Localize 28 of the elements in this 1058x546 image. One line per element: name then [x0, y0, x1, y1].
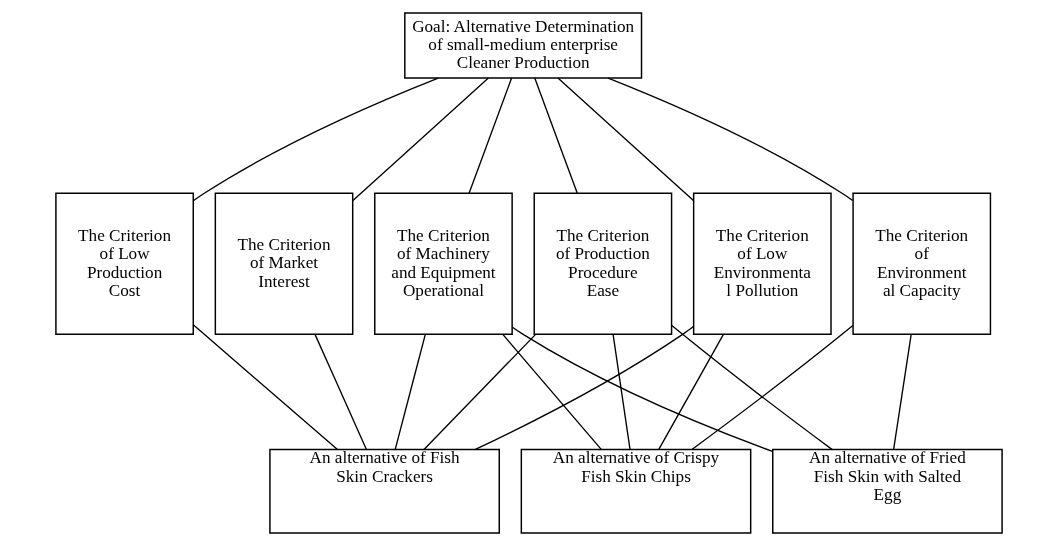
connector [192, 324, 339, 451]
node-box: Goal: Alternative Determination of small-medium enterprise Cleaner Production [404, 12, 643, 79]
node-box: An alternative of Crispy Fish Skin Chips [520, 448, 752, 534]
node-box: The Criterion of Low Production Cost [55, 192, 194, 336]
node-box: An alternative of Fish Skin Crackers [269, 448, 500, 534]
connector [394, 333, 426, 451]
node-box: The Criterion of Market Interest [214, 192, 354, 336]
connector [314, 333, 368, 451]
connector [423, 333, 537, 451]
connector [534, 77, 578, 194]
connector [607, 77, 854, 202]
connector [557, 77, 695, 202]
connector [612, 333, 631, 451]
connector [671, 324, 833, 451]
node-box: The Criterion of Environment al Capacity [852, 192, 992, 336]
connector [658, 333, 725, 451]
node-box: An alternative of Fried Fish Skin with Salted Egg [772, 448, 1003, 534]
connector [193, 77, 439, 202]
connector [892, 333, 912, 451]
connector [468, 77, 513, 194]
connector [502, 333, 602, 451]
node-box: The Criterion of Machinery and Equipment Operational [374, 192, 513, 336]
connector [474, 325, 695, 451]
node-box: The Criterion of Low Environmenta l Pollution [692, 192, 832, 336]
connector [352, 77, 490, 202]
node-box: The Criterion of Production Procedure Ease [533, 192, 673, 336]
connector [511, 326, 774, 453]
connector [691, 324, 854, 451]
